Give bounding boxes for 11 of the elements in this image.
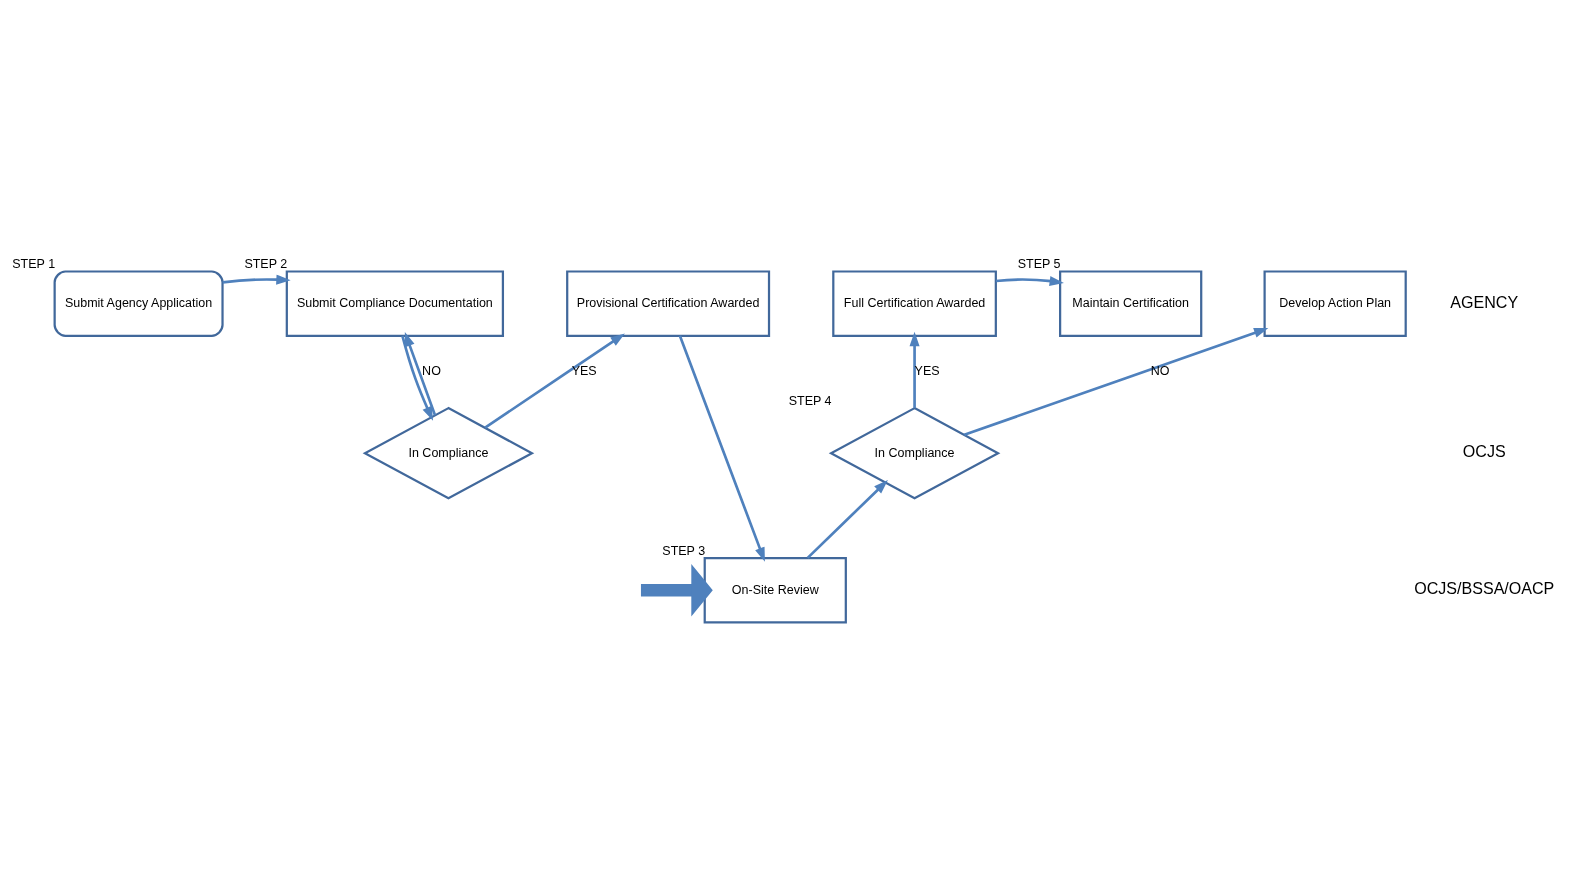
node-label: STEP 5 [1017, 257, 1061, 272]
node-label: STEP 1 [12, 257, 56, 272]
node-label: STEP 2 [244, 257, 288, 272]
label: OCJS/BSSA/OACP [1414, 579, 1555, 598]
edge-label: NO [1150, 364, 1170, 379]
edge-label: YES [571, 364, 597, 379]
node-label: STEP 4 [788, 393, 832, 408]
node-label: STEP 3 [662, 543, 706, 558]
edge-label: NO [422, 364, 441, 379]
label: AGENCY [1450, 292, 1519, 311]
label: OCJS [1462, 442, 1506, 461]
